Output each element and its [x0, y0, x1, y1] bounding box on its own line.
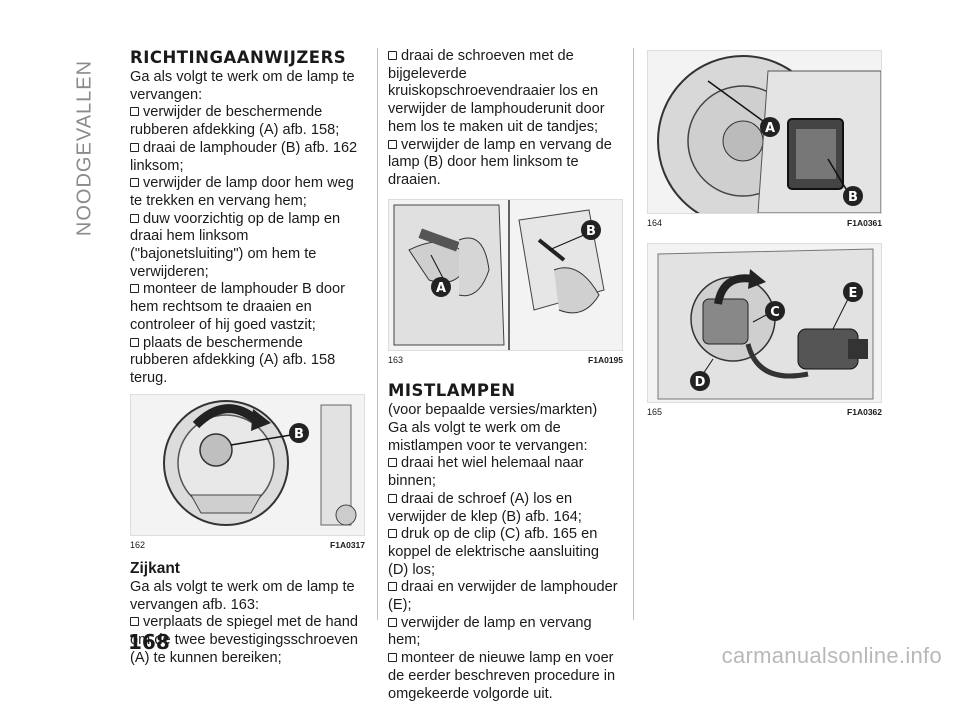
list-item: monteer de nieuwe lamp en voer de eerder… — [388, 650, 616, 702]
figure-label: A — [765, 121, 775, 136]
list-item: druk op de clip (C) afb. 165 en koppel d… — [388, 526, 599, 578]
checkbox-bullet-icon — [388, 139, 397, 149]
column-2: draai de schroeven met de bijgeleverde k… — [388, 48, 623, 703]
subsection-title: Zijkant — [130, 560, 180, 578]
section-title: MISTLAMPEN — [388, 381, 516, 401]
subtitle-text: (voor bepaalde versies/markten) — [388, 402, 598, 419]
figure-164-illustration: A B — [647, 50, 882, 214]
figure-code: F1A0317 — [330, 539, 365, 550]
checkbox-bullet-icon — [130, 617, 139, 627]
checkbox-bullet-icon — [388, 458, 397, 468]
figure-label: B — [294, 427, 304, 442]
figure-code: F1A0195 — [588, 354, 623, 365]
figure-162-illustration: B — [130, 393, 365, 536]
list-item: draai de lamphouder (B) afb. 162 linksom… — [130, 139, 358, 174]
figure-label: D — [695, 375, 706, 390]
column-3: A B 164 F1A0361 C D E — [647, 48, 882, 421]
checkbox-bullet-icon — [130, 178, 139, 188]
figure-number: 162 — [130, 539, 146, 550]
list-item: draai de schroeven met de bijgeleverde k… — [388, 48, 605, 135]
figure-165-caption: 165 F1A0362 — [647, 404, 882, 422]
list-item: draai het wiel helemaal naar binnen; — [388, 455, 584, 490]
checkbox-bullet-icon — [388, 653, 397, 663]
list-item: verplaats de spiegel met de hand om de t… — [130, 614, 358, 666]
figure-163-illustration: A B — [388, 198, 623, 351]
intro-text: Ga als volgt te werk om de lamp te verva… — [130, 579, 355, 613]
intro-text: Ga als volgt te werk om de lamp te verva… — [130, 69, 355, 103]
figure-code: F1A0361 — [847, 218, 882, 228]
list-item: draai en verwijder de lamphouder (E); — [388, 579, 618, 614]
checkbox-bullet-icon — [388, 493, 397, 503]
checkbox-bullet-icon — [130, 284, 139, 294]
figure-number: 164 — [647, 218, 663, 228]
section-side-tab: NOODGEVALLEN — [73, 59, 96, 236]
section-title: RICHTINGAANWIJZERS — [130, 48, 347, 67]
list-item: draai de schroef (A) los en verwijder de… — [388, 490, 582, 525]
list-item: duw voorzichtig op de lamp en draai hem … — [130, 210, 341, 280]
figure-165-illustration: C D E — [647, 242, 882, 403]
figure-label: B — [586, 224, 596, 239]
checkbox-bullet-icon — [388, 529, 397, 539]
checkbox-bullet-icon — [130, 107, 139, 117]
checkbox-bullet-icon — [388, 51, 397, 60]
figure-number: 163 — [388, 354, 404, 365]
checkbox-bullet-icon — [388, 582, 397, 592]
checkbox-bullet-icon — [130, 142, 139, 152]
checkbox-bullet-icon — [388, 617, 397, 627]
figure-code: F1A0362 — [847, 406, 882, 417]
list-item: verwijder de lamp door hem weg te trekke… — [130, 175, 354, 209]
list-item: verwijder de beschermende rubberen afdek… — [130, 104, 340, 139]
list-item: monteer de lamphouder B door hem rechtso… — [130, 281, 346, 333]
column-divider — [377, 48, 378, 620]
page-number: 168 — [128, 630, 170, 654]
figure-label: C — [770, 305, 780, 320]
checkbox-bullet-icon — [130, 337, 139, 347]
figure-label: B — [848, 190, 858, 205]
figure-162-caption: 162 F1A0317 — [130, 537, 365, 555]
figure-label: E — [849, 286, 858, 301]
intro-text: Ga als volgt te werk om de mistlampen vo… — [388, 420, 588, 454]
list-item: plaats de beschermende rubberen afdekkin… — [130, 334, 336, 386]
checkbox-bullet-icon — [130, 213, 139, 223]
list-item: verwijder de lamp en vervang de lamp (B)… — [388, 136, 612, 188]
figure-164-caption: 164 F1A0361 — [647, 215, 882, 233]
figure-number: 165 — [647, 406, 663, 417]
list-item: verwijder de lamp en vervang hem; — [388, 614, 592, 649]
figure-label: A — [436, 281, 446, 296]
column-1: RICHTINGAANWIJZERS Ga als volgt te werk … — [130, 48, 365, 668]
column-divider — [633, 48, 634, 620]
figure-163-caption: 163 F1A0195 — [388, 352, 623, 370]
watermark: carmanualsonline.info — [721, 643, 942, 668]
